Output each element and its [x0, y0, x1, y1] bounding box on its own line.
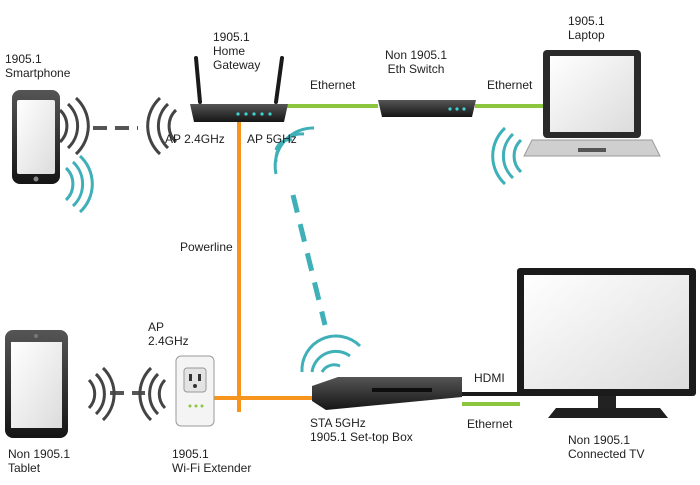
- smartphone-icon: [12, 90, 60, 184]
- wifi-icon: [64, 154, 94, 214]
- laptop-label: 1905.1 Laptop: [568, 14, 605, 42]
- laptop-icon: [523, 50, 661, 157]
- ap-24ghz-gateway-label: AP 2.4GHz: [165, 132, 225, 146]
- wifi-icon: [87, 366, 116, 422]
- eth-switch-label: Non 1905.1 Eth Switch: [385, 48, 448, 76]
- ethernet-label-bottom: Ethernet: [467, 417, 513, 431]
- smartphone-label: 1905.1 Smartphone: [5, 52, 71, 80]
- connected-tv-label: Non 1905.1 Connected TV: [568, 433, 645, 461]
- hdmi-label: HDMI: [474, 371, 505, 385]
- router-icon: [190, 56, 288, 122]
- wifi-icon: [491, 126, 523, 186]
- wifi-icon: [273, 126, 315, 175]
- ethernet-label-top-left: Ethernet: [310, 78, 356, 92]
- ethernet-label-top-right: Ethernet: [487, 78, 533, 92]
- tablet-icon: [5, 330, 68, 438]
- powerline-label: Powerline: [180, 240, 233, 254]
- tv-icon: [517, 268, 696, 418]
- wifi-icon: [138, 366, 167, 422]
- settop-box-label: STA 5GHz 1905.1 Set-top Box: [310, 416, 413, 444]
- ap-5ghz-gateway-label: AP 5GHz: [247, 132, 297, 146]
- wifi-link-gateway-settop: [290, 194, 328, 326]
- switch-icon: [378, 100, 476, 117]
- wifi-icon: [300, 334, 362, 373]
- wifi-icon: [146, 96, 178, 156]
- wifi-extender-icon: [175, 355, 215, 427]
- gateway-label: 1905.1 Home Gateway: [213, 30, 261, 72]
- tablet-label: Non 1905.1 Tablet: [8, 447, 71, 475]
- extender-label: 1905.1 Wi-Fi Extender: [172, 447, 252, 475]
- wifi-icon: [58, 96, 90, 156]
- settop-box-icon: [312, 377, 462, 410]
- ap-24ghz-extender-label: AP 2.4GHz: [148, 320, 189, 348]
